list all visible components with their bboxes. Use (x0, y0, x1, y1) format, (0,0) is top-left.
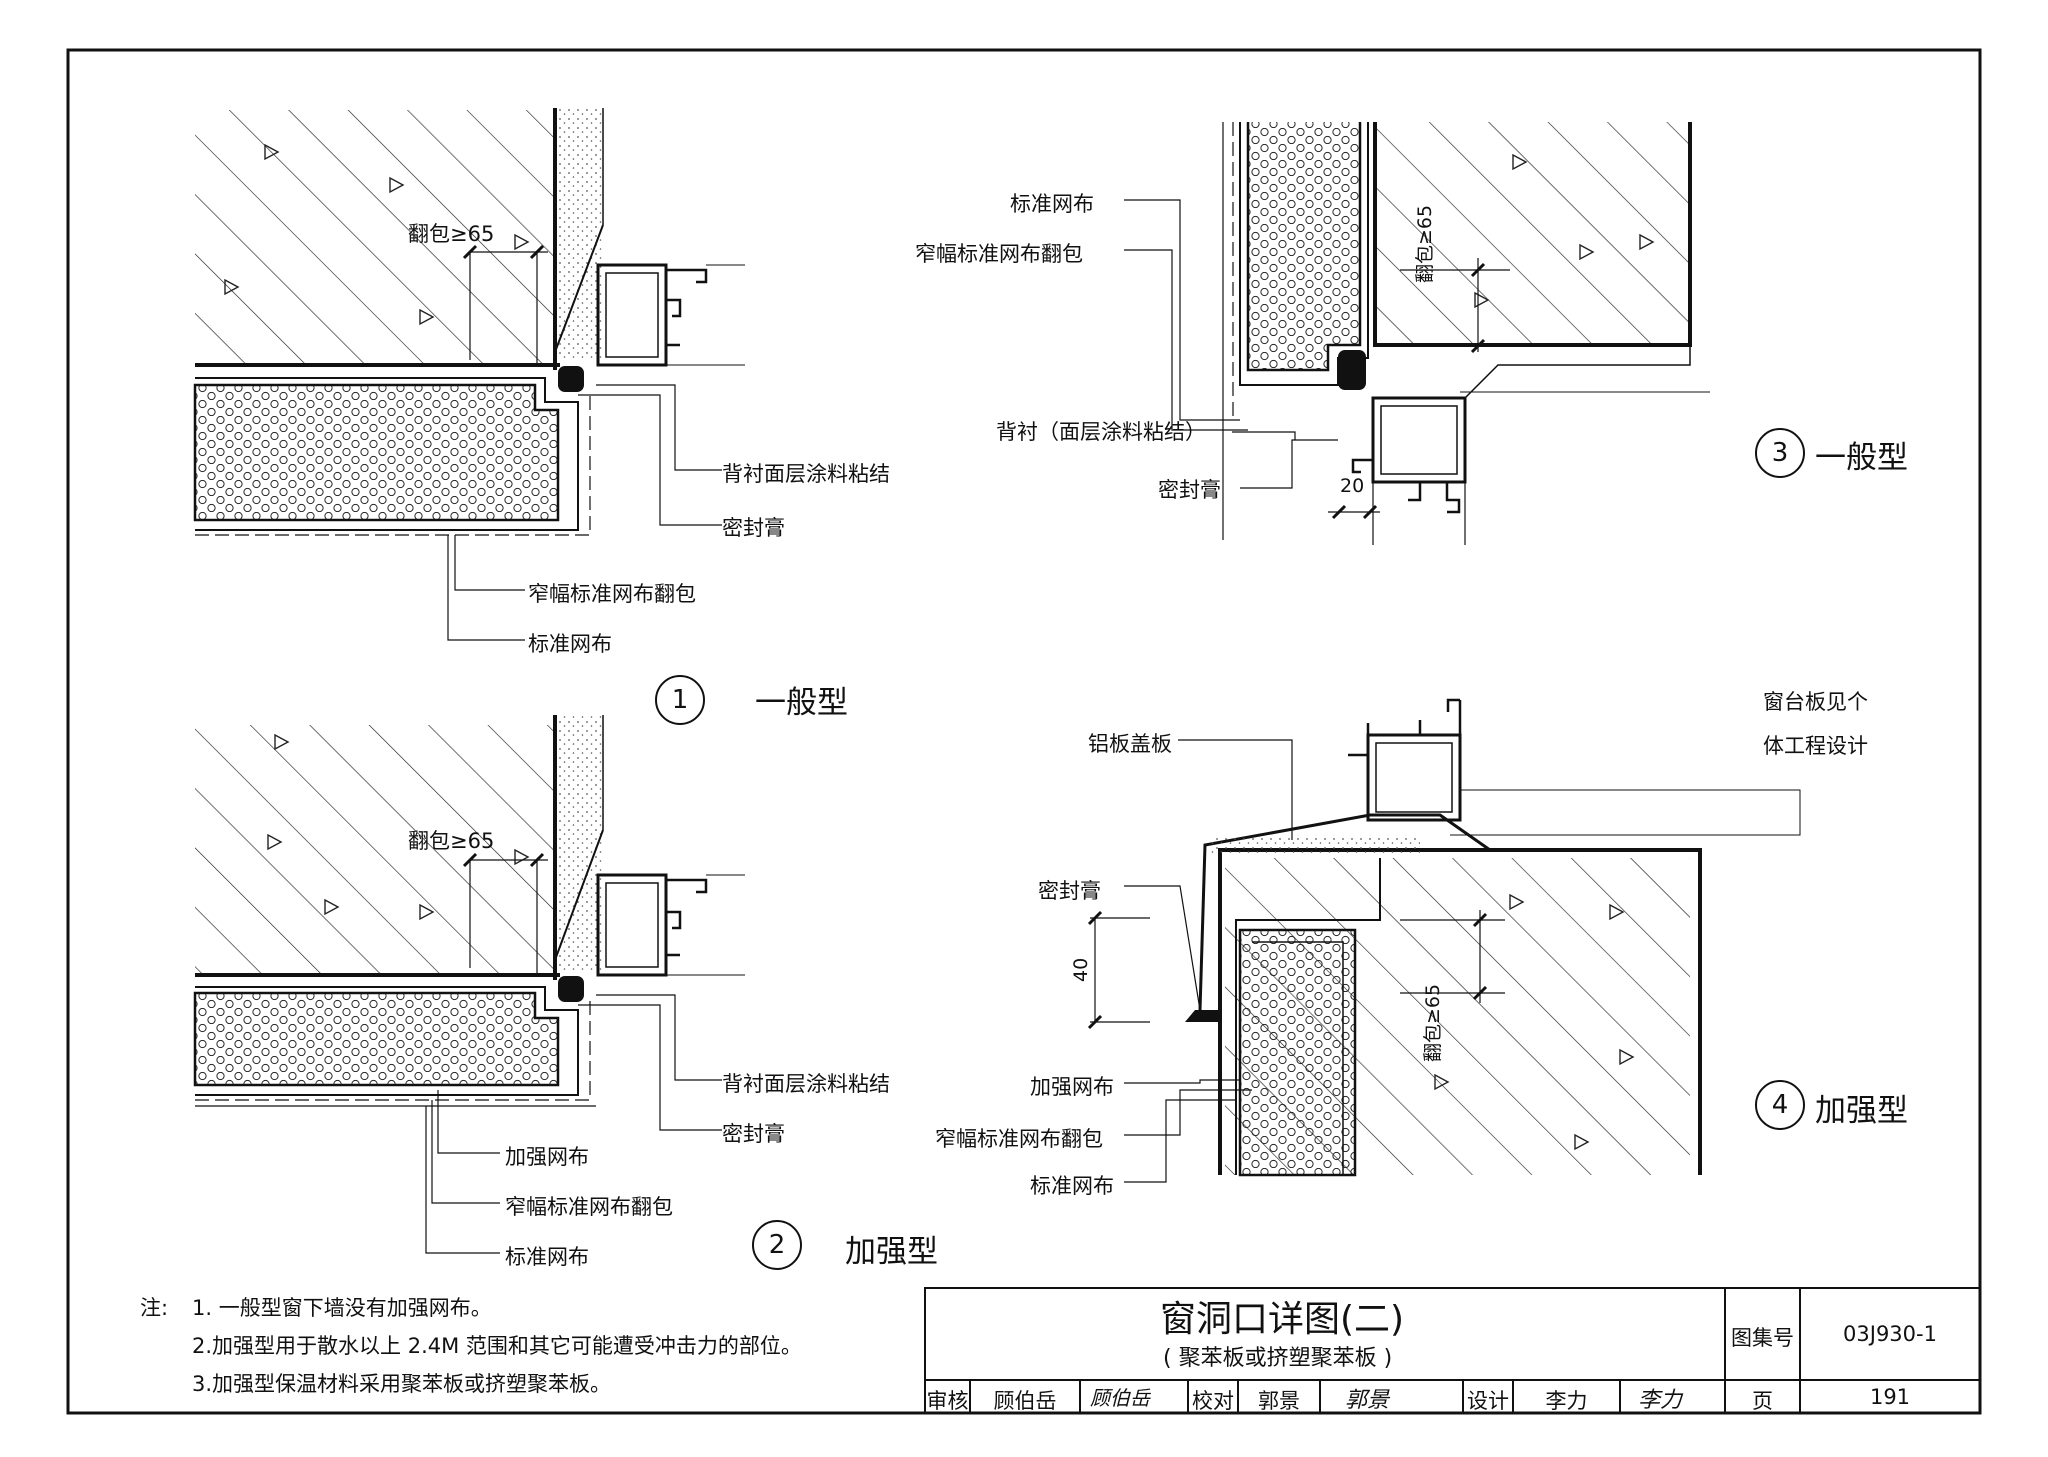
detail4-sill-note-line2: 体工程设计 (1763, 734, 1868, 758)
drawing-title: 窗洞口详图(二) (1160, 1299, 1405, 1340)
detail3-caption: 一般型 (1815, 440, 1908, 476)
note-item-1: 1. 一般型窗下墙没有加强网布。 (192, 1296, 492, 1320)
drawing-subtitle: ( 聚苯板或挤塑聚苯板 ) (1163, 1346, 1393, 1371)
reviewer-signature: 顾伯岳 (1090, 1386, 1150, 1410)
detail1-number-circle: 1 (655, 675, 705, 725)
hatch-triangles-4 (1434, 893, 1635, 1151)
note-item-3: 3.加强型保温材料采用聚苯板或挤塑聚苯板。 (192, 1372, 612, 1396)
detail-3-drawing (1124, 122, 1710, 545)
detail3-backing-label: 背衬（面层涂料粘结） (996, 420, 1206, 444)
title-block-frame (924, 1287, 1981, 1414)
detail2-narrow-mesh-label: 窄幅标准网布翻包 (505, 1195, 673, 1219)
detail-2-drawing (193, 715, 745, 1254)
detail4-number-circle: 4 (1755, 1080, 1805, 1130)
detail1-standard-mesh-label: 标准网布 (528, 632, 612, 656)
detail4-sill-note-line1: 窗台板见个 (1763, 690, 1868, 714)
designer-signature: 李力 (1638, 1388, 1683, 1413)
designer-name: 李力 (1545, 1389, 1588, 1413)
design-label: 设计 (1467, 1389, 1509, 1413)
detail2-sealant-label: 密封膏 (722, 1122, 785, 1146)
page-number: 191 (1869, 1385, 1911, 1409)
detail4-dim-label: 翻包≥65 (1422, 983, 1444, 1062)
detail3-dim-20: 20 (1340, 475, 1365, 497)
detail3-standard-mesh-label: 标准网布 (1010, 192, 1094, 216)
atlas-number: 03J930-1 (1843, 1322, 1937, 1346)
detail3-number-circle: 3 (1755, 428, 1805, 478)
detail4-aluminum-cover-label: 铝板盖板 (1088, 732, 1172, 756)
detail1-caption: 一般型 (755, 685, 848, 721)
detail2-backing-label: 背衬面层涂料粘结 (722, 1072, 890, 1096)
detail-1-drawing (193, 108, 745, 641)
detail4-caption: 加强型 (1815, 1093, 1908, 1129)
detail3-narrow-mesh-label: 窄幅标准网布翻包 (915, 242, 1083, 266)
detail4-dim-40: 40 (1070, 957, 1092, 982)
detail2-reinforce-mesh-label: 加强网布 (505, 1145, 589, 1169)
detail-4-drawing (1087, 698, 1801, 1183)
reviewer-name: 顾伯岳 (993, 1389, 1057, 1413)
detail1-sealant-label: 密封膏 (722, 516, 785, 540)
hatch-triangles-1 (224, 143, 530, 326)
review-label: 审核 (926, 1389, 969, 1413)
detail2-number-circle: 2 (752, 1220, 802, 1270)
hatch-triangles-3 (1474, 153, 1655, 309)
notes-prefix: 注: (140, 1296, 169, 1320)
detail2-standard-mesh-label: 标准网布 (505, 1245, 589, 1269)
detail1-dim-label: 翻包≥65 (408, 222, 495, 246)
page-label: 页 (1752, 1389, 1773, 1413)
detail2-caption: 加强型 (845, 1234, 938, 1270)
detail4-reinforce-mesh-label: 加强网布 (1030, 1075, 1114, 1099)
check-label: 校对 (1192, 1389, 1234, 1413)
detail3-dim-label: 翻包≥65 (1414, 204, 1436, 283)
atlas-label: 图集号 (1731, 1326, 1794, 1350)
detail1-backing-label: 背衬面层涂料粘结 (722, 462, 890, 486)
detail1-narrow-mesh-label: 窄幅标准网布翻包 (528, 582, 696, 606)
checker-signature: 郭景 (1345, 1388, 1390, 1413)
detail2-dim-label: 翻包≥65 (408, 829, 495, 853)
detail4-standard-mesh-label: 标准网布 (1030, 1174, 1114, 1198)
detail4-narrow-mesh-label: 窄幅标准网布翻包 (935, 1127, 1103, 1151)
detail3-sealant-label: 密封膏 (1158, 478, 1221, 502)
detail4-sealant-label: 密封膏 (1038, 879, 1101, 903)
note-item-2: 2.加强型用于散水以上 2.4M 范围和其它可能遭受冲击力的部位。 (192, 1334, 802, 1358)
checker-name: 郭景 (1258, 1389, 1300, 1413)
